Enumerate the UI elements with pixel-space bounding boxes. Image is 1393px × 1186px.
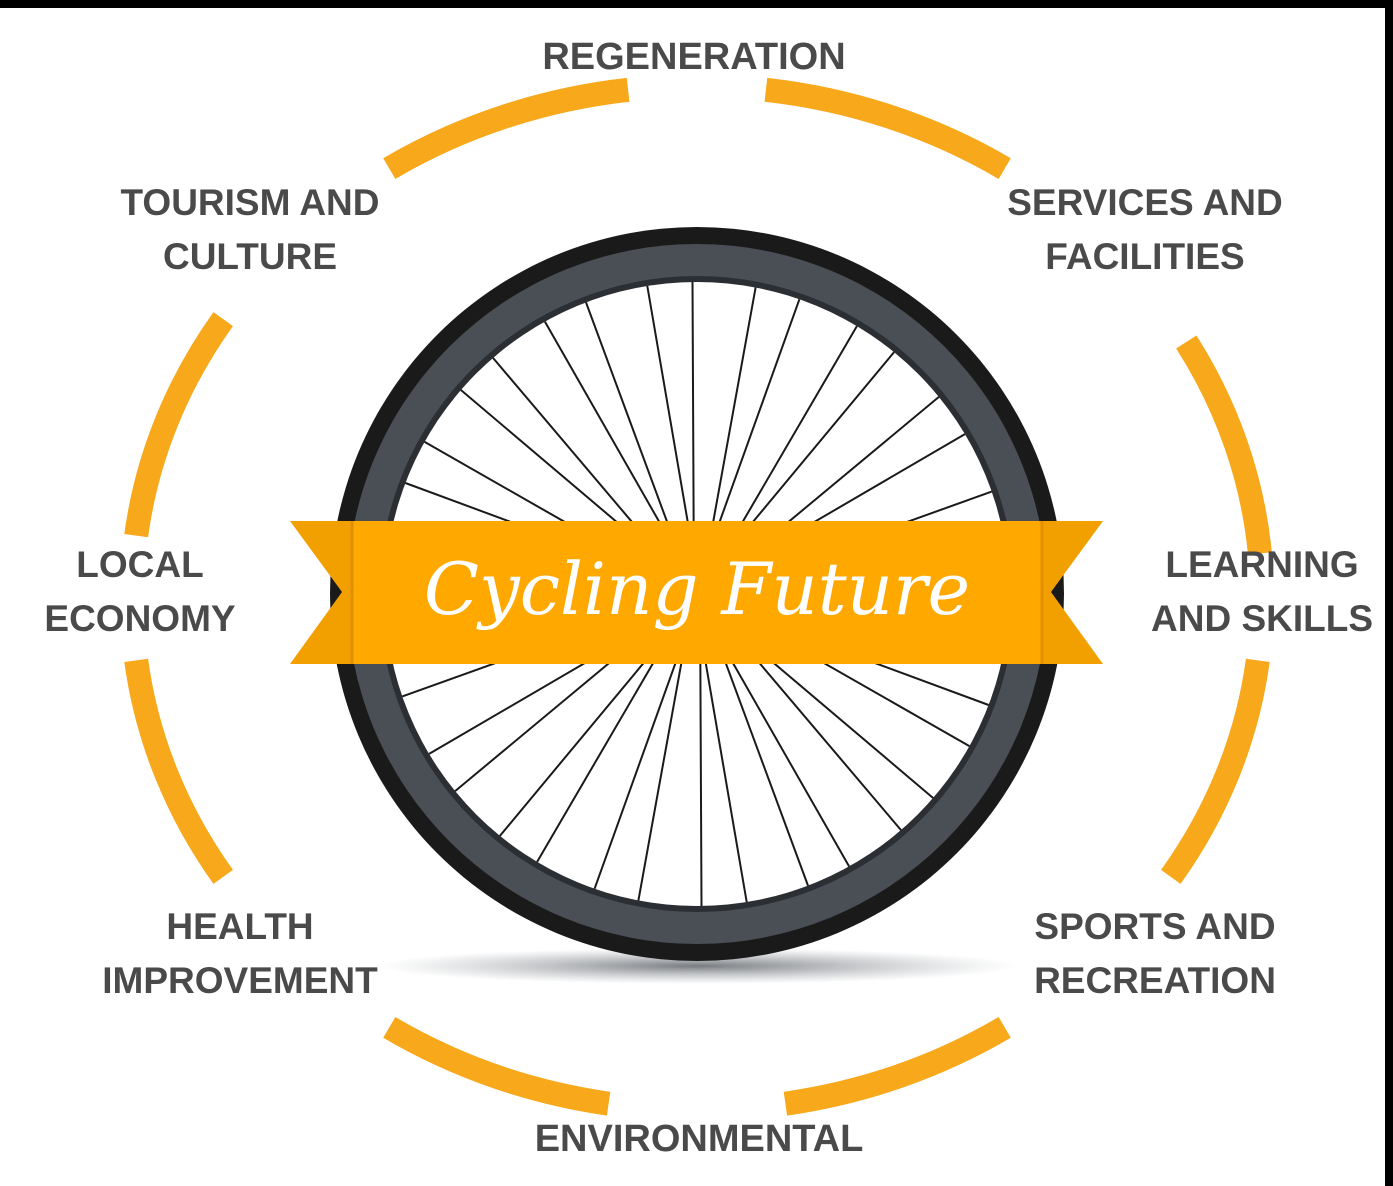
label-line: AND SKILLS bbox=[1151, 598, 1373, 639]
ring-segment bbox=[124, 312, 233, 538]
outer-ring bbox=[124, 77, 1272, 1116]
label-services-and-facilities: SERVICES AND FACILITIES bbox=[985, 176, 1305, 284]
ring-segment bbox=[124, 658, 233, 884]
label-line: ECONOMY bbox=[44, 598, 236, 639]
label-health-improvement: HEALTH IMPROVEMENT bbox=[80, 900, 400, 1008]
ring-segment bbox=[1161, 658, 1270, 884]
label-line: TOURISM AND bbox=[120, 182, 380, 223]
label-local-economy: LOCAL ECONOMY bbox=[20, 538, 260, 646]
label-line: IMPROVEMENT bbox=[102, 960, 378, 1001]
ring-segment bbox=[383, 1017, 611, 1116]
ring-segment bbox=[783, 1017, 1011, 1116]
label-line: SPORTS AND bbox=[1034, 906, 1276, 947]
label-environmental: ENVIRONMENTAL bbox=[504, 1112, 894, 1166]
banner-right-tail bbox=[1040, 521, 1103, 664]
label-line: SERVICES AND bbox=[1007, 182, 1283, 223]
label-line: ENVIRONMENTAL bbox=[534, 1118, 864, 1160]
banner-ribbon: Cycling Future bbox=[290, 521, 1103, 664]
ring-segment bbox=[383, 77, 630, 179]
label-regeneration: REGENERATION bbox=[519, 30, 869, 84]
banner-title: Cycling Future bbox=[424, 547, 970, 631]
label-line: HEALTH bbox=[166, 906, 314, 947]
label-learning-and-skills: LEARNING AND SKILLS bbox=[1137, 538, 1387, 646]
label-line: RECREATION bbox=[1034, 960, 1276, 1001]
label-line: CULTURE bbox=[162, 236, 337, 277]
label-tourism-and-culture: TOURISM AND CULTURE bbox=[95, 176, 405, 284]
label-line: FACILITIES bbox=[1045, 236, 1245, 277]
wheel-shadow bbox=[377, 948, 1017, 984]
ring-segment bbox=[764, 77, 1011, 179]
banner-body bbox=[352, 521, 1042, 664]
label-line: LOCAL bbox=[76, 544, 204, 585]
label-line: LEARNING bbox=[1165, 544, 1359, 585]
label-line: REGENERATION bbox=[542, 36, 846, 78]
ring-segment bbox=[1176, 335, 1272, 555]
right-border bbox=[1385, 0, 1393, 1186]
top-border bbox=[0, 0, 1393, 8]
label-sports-and-recreation: SPORTS AND RECREATION bbox=[1000, 900, 1310, 1008]
banner-left-tail bbox=[290, 521, 355, 664]
